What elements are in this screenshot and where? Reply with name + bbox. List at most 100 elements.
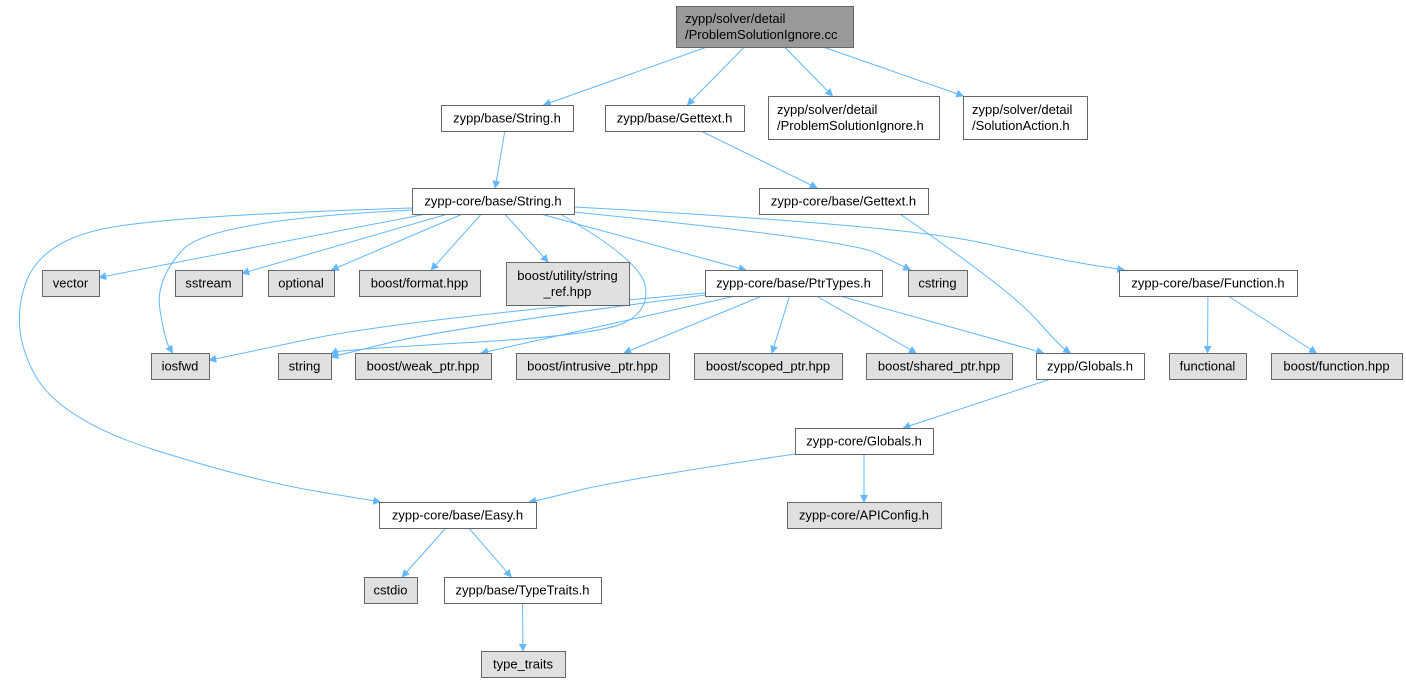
node-label: zypp/solver/detail <box>685 11 786 26</box>
node-label: optional <box>278 276 324 291</box>
node-label: zypp-core/base/Gettext.h <box>771 194 916 209</box>
node-label: functional <box>1180 359 1236 374</box>
node-box <box>364 577 418 604</box>
node-box <box>412 188 575 215</box>
edge-cstring_h-to-ptrtypes <box>540 213 747 272</box>
edge-ptrtypes-to-weakptr <box>480 295 736 356</box>
node-sstream: sstream <box>175 270 243 297</box>
edge-cglobals-to-easy <box>528 453 796 505</box>
node-zglobals[interactable]: zypp/Globals.h <box>1036 353 1145 380</box>
node-label: boost/format.hpp <box>371 276 469 291</box>
node-box <box>278 353 332 380</box>
edge-root-to-sa_h <box>823 46 965 98</box>
node-box <box>676 6 854 48</box>
node-label: type_traits <box>493 657 553 672</box>
node-cstdio: cstdio <box>364 577 418 604</box>
node-box <box>787 502 942 529</box>
nodes-layer: zypp/solver/detail/ProblemSolutionIgnore… <box>42 6 1403 678</box>
edge-root-to-zgettext <box>686 46 745 106</box>
node-iosfwd: iosfwd <box>151 353 210 380</box>
node-box <box>444 577 602 604</box>
node-label: zypp-core/base/Easy.h <box>392 508 523 523</box>
node-type-traits: type_traits <box>481 651 566 678</box>
node-box <box>1119 270 1298 297</box>
node-box <box>768 96 940 140</box>
edge-easy-to-cstdio <box>401 527 447 578</box>
edge-cstring_h-to-cstring <box>573 211 912 271</box>
edge-easy-to-typetraits_h <box>468 527 512 578</box>
node-label: vector <box>53 276 89 291</box>
node-box <box>355 353 492 380</box>
node-function-h[interactable]: zypp-core/base/Function.h <box>1119 270 1298 297</box>
edge-cstring_h-to-easy <box>18 207 413 505</box>
node-box <box>1271 353 1403 380</box>
node-string: string <box>278 353 332 380</box>
edge-cstring_h-to-bformat <box>430 213 482 271</box>
node-box <box>1036 353 1145 380</box>
node-box <box>605 105 745 132</box>
node-box <box>963 96 1088 140</box>
edge-cstring_h-to-string <box>330 213 647 355</box>
edge-function_h-to-bfunction <box>1227 295 1318 354</box>
node-cstring: cstring <box>908 270 968 297</box>
node-cgettext[interactable]: zypp-core/base/Gettext.h <box>759 188 929 215</box>
node-cstring-h[interactable]: zypp-core/base/String.h <box>412 188 575 215</box>
edge-cstring_h-to-bstringref <box>504 213 549 263</box>
node-cglobals[interactable]: zypp-core/Globals.h <box>795 428 934 455</box>
node-box <box>694 353 843 380</box>
edge-cstring_h-to-function_h <box>573 206 1126 273</box>
node-label: zypp-core/base/String.h <box>424 194 561 209</box>
edge-cstring_h-to-sstream <box>241 213 449 276</box>
node-label: zypp-core/base/PtrTypes.h <box>716 276 871 291</box>
edge-cgettext-to-zglobals <box>899 213 1072 354</box>
node-optional: optional <box>268 270 335 297</box>
node-bstringref: boost/utility/string_ref.hpp <box>506 262 630 306</box>
edge-ptrtypes-to-string <box>330 294 706 359</box>
node-root[interactable]: zypp/solver/detail/ProblemSolutionIgnore… <box>676 6 854 48</box>
node-label: zypp/Globals.h <box>1047 359 1133 374</box>
node-label: boost/intrusive_ptr.hpp <box>527 359 658 374</box>
node-label: boost/utility/string <box>517 268 617 283</box>
node-box <box>1169 353 1247 380</box>
edge-zglobals-to-cglobals <box>902 378 1051 430</box>
edges-layer <box>18 46 1318 652</box>
edge-root-to-zstring <box>542 46 707 107</box>
node-zstring[interactable]: zypp/base/String.h <box>441 105 574 132</box>
node-label: zypp-core/base/Function.h <box>1131 276 1284 291</box>
node-scoped: boost/scoped_ptr.hpp <box>694 353 843 380</box>
node-box <box>42 270 100 297</box>
node-box <box>481 651 566 678</box>
node-label: /ProblemSolutionIgnore.h <box>777 118 924 133</box>
edge-ptrtypes-to-intrusive <box>623 295 763 354</box>
node-box <box>908 270 968 297</box>
node-ptrtypes[interactable]: zypp-core/base/PtrTypes.h <box>705 270 883 297</box>
node-shared: boost/shared_ptr.hpp <box>866 353 1013 380</box>
node-label: zypp-core/APIConfig.h <box>799 508 929 523</box>
node-label: boost/shared_ptr.hpp <box>878 359 1000 374</box>
node-box <box>705 270 883 297</box>
node-label: zypp-core/Globals.h <box>806 434 922 449</box>
node-box <box>175 270 243 297</box>
node-label: zypp/base/Gettext.h <box>617 111 733 126</box>
node-easy[interactable]: zypp-core/base/Easy.h <box>379 502 537 529</box>
node-label: zypp/solver/detail <box>972 102 1073 117</box>
node-label: cstring <box>918 276 956 291</box>
node-bfunction: boost/function.hpp <box>1271 353 1403 380</box>
node-label: boost/weak_ptr.hpp <box>367 359 480 374</box>
node-box <box>795 428 934 455</box>
node-zgettext[interactable]: zypp/base/Gettext.h <box>605 105 745 132</box>
node-label: /ProblemSolutionIgnore.cc <box>685 27 838 42</box>
edge-root-to-psi_h <box>784 46 834 97</box>
node-label: cstdio <box>374 583 408 598</box>
node-label: zypp/base/String.h <box>453 111 561 126</box>
edge-ptrtypes-to-scoped <box>770 295 790 354</box>
node-label: iosfwd <box>162 359 199 374</box>
node-bformat: boost/format.hpp <box>359 270 481 297</box>
edge-cstring_h-to-optional <box>330 213 463 271</box>
node-typetraits-h[interactable]: zypp/base/TypeTraits.h <box>444 577 602 604</box>
node-label: boost/scoped_ptr.hpp <box>706 359 830 374</box>
node-psi-h[interactable]: zypp/solver/detail/ProblemSolutionIgnore… <box>768 96 940 140</box>
node-box <box>506 262 630 306</box>
node-sa-h[interactable]: zypp/solver/detail/SolutionAction.h <box>963 96 1088 140</box>
